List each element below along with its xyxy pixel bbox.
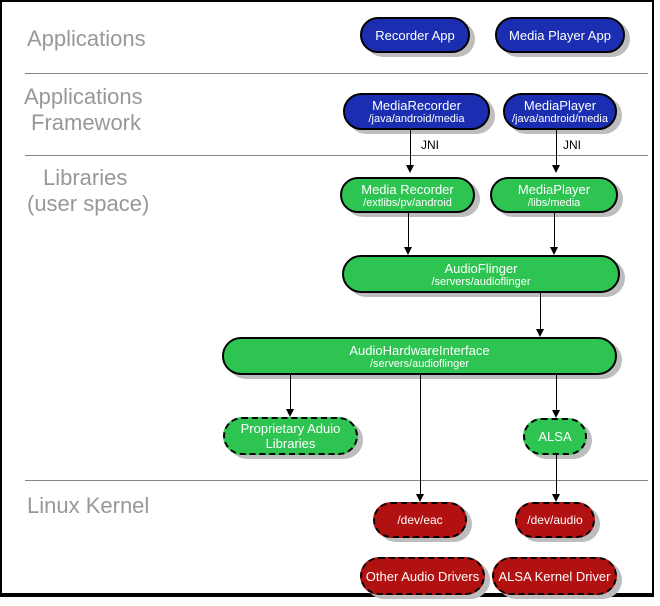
arrowhead-down-icon bbox=[536, 329, 544, 337]
node-other-audio-drivers: Other Audio Drivers bbox=[360, 557, 485, 595]
section-label-applications-framework-line2: Framework bbox=[31, 110, 142, 135]
separator-applications bbox=[25, 73, 648, 74]
node-mediaplayer-framework: MediaPlayer /java/android/media bbox=[503, 93, 617, 130]
node-dev-audio: /dev/audio bbox=[515, 502, 595, 538]
arrowhead-down-icon bbox=[404, 247, 412, 255]
node-title: ALSA Kernel Driver bbox=[498, 568, 611, 584]
node-dev-eac: /dev/eac bbox=[373, 502, 467, 538]
node-title: Media Recorder bbox=[361, 181, 454, 197]
node-subtitle: /libs/media bbox=[527, 196, 581, 209]
node-title: MediaPlayer bbox=[517, 181, 591, 197]
node-subtitle: /java/android/media bbox=[368, 113, 465, 125]
arrowhead-down-icon bbox=[550, 247, 558, 255]
connector-player-to-audioflinger bbox=[554, 213, 555, 247]
node-subtitle: /java/android/media bbox=[511, 113, 608, 125]
arrowhead-down-icon bbox=[416, 494, 424, 502]
arrowhead-down-icon bbox=[286, 409, 294, 417]
node-proprietary-audio-libraries: Proprietary Aduio Libraries bbox=[223, 417, 358, 455]
jni-label-1: JNI bbox=[421, 138, 439, 152]
node-media-recorder-library: Media Recorder /extlibs/pv/android bbox=[340, 177, 475, 213]
node-title: ALSA bbox=[538, 429, 572, 444]
node-title: Media Player App bbox=[509, 27, 611, 43]
section-label-applications: Applications bbox=[27, 26, 146, 51]
section-label-applications-framework-line1: Applications bbox=[24, 84, 143, 109]
node-recorder-app: Recorder App bbox=[360, 17, 470, 53]
node-title: /dev/eac bbox=[397, 512, 443, 527]
node-title: MediaPlayer bbox=[523, 98, 597, 113]
node-title: Recorder App bbox=[375, 27, 455, 43]
section-label-libraries-line2: (user space) bbox=[27, 191, 150, 216]
node-audioflinger: AudioFlinger /servers/audioflinger bbox=[342, 255, 620, 293]
node-audiohardwareinterface: AudioHardwareInterface /servers/audiofli… bbox=[222, 337, 617, 375]
node-title: Other Audio Drivers bbox=[365, 568, 480, 584]
node-alsa-kernel-driver: ALSA Kernel Driver bbox=[492, 557, 617, 595]
arrowhead-down-icon bbox=[406, 165, 414, 173]
node-title-line2: Libraries bbox=[265, 436, 316, 451]
node-title: AudioHardwareInterface bbox=[349, 342, 490, 358]
node-title: Proprietary Aduio bbox=[240, 421, 341, 436]
node-subtitle: /extlibs/pv/android bbox=[363, 196, 452, 209]
jni-label-2: JNI bbox=[563, 138, 581, 152]
node-title: /dev/audio bbox=[527, 512, 583, 527]
connector-audioflinger-to-ahi bbox=[540, 293, 541, 329]
separator-kernel bbox=[25, 480, 648, 481]
section-label-linux-kernel: Linux Kernel bbox=[27, 493, 150, 518]
node-subtitle: /servers/audioflinger bbox=[369, 357, 470, 370]
connector-mediarecorder-jni bbox=[410, 130, 411, 165]
arrowhead-down-icon bbox=[552, 494, 560, 502]
node-title: MediaRecorder bbox=[372, 98, 461, 113]
section-label-libraries-line1: Libraries bbox=[43, 165, 128, 190]
arrowhead-down-icon bbox=[552, 165, 560, 173]
separator-framework bbox=[25, 155, 648, 156]
connector-recorder-to-audioflinger bbox=[408, 213, 409, 247]
diagram-frame bbox=[0, 0, 654, 597]
node-alsa: ALSA bbox=[523, 418, 587, 455]
connector-ahi-to-dev-eac bbox=[420, 375, 421, 494]
node-title: AudioFlinger bbox=[444, 260, 518, 276]
connector-ahi-to-alsa bbox=[556, 375, 557, 410]
node-media-player-app: Media Player App bbox=[495, 17, 625, 53]
arrowhead-down-icon bbox=[552, 410, 560, 418]
node-mediarecorder-framework: MediaRecorder /java/android/media bbox=[343, 93, 490, 130]
node-subtitle: /servers/audioflinger bbox=[431, 275, 531, 288]
connector-alsa-to-dev-audio bbox=[556, 455, 557, 494]
connector-ahi-to-proprietary bbox=[290, 375, 291, 409]
node-mediaplayer-library: MediaPlayer /libs/media bbox=[490, 177, 618, 213]
connector-mediaplayer-jni bbox=[556, 130, 557, 165]
